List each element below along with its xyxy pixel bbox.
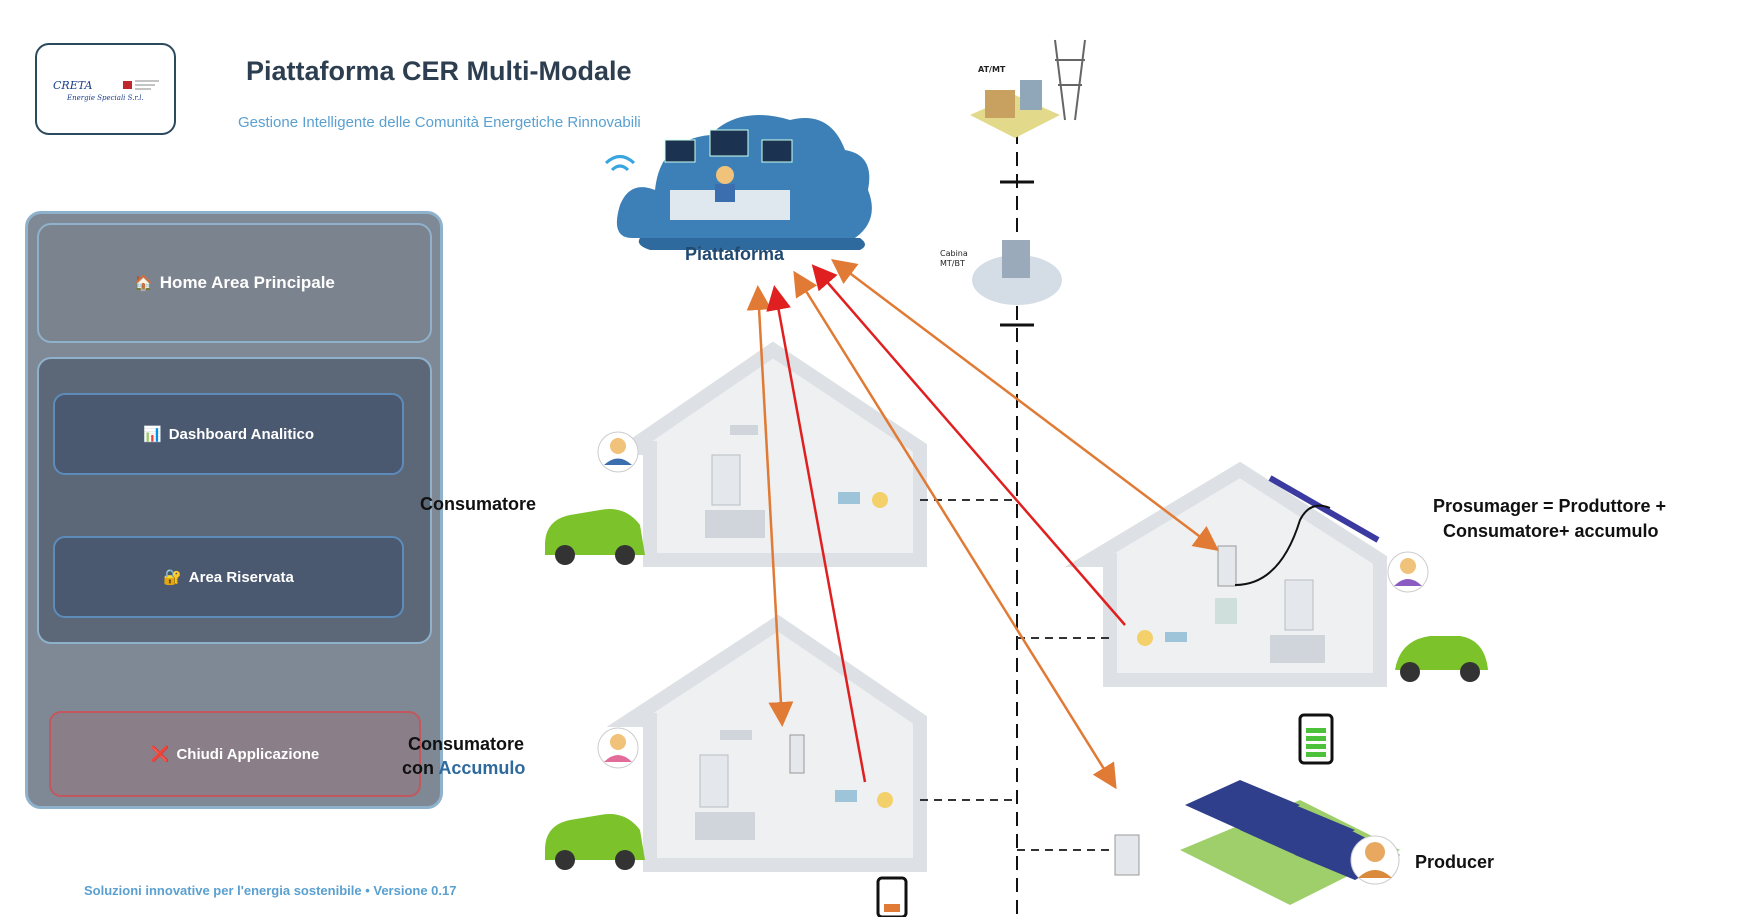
cabina-label-1: Cabina bbox=[940, 249, 968, 258]
close-app-button[interactable]: ❌ Chiudi Applicazione bbox=[49, 711, 421, 797]
consumer-storage-house: Consumatore con Accumulo bbox=[402, 614, 1017, 917]
prosumager-label-1: Prosumager = Produttore + bbox=[1433, 496, 1666, 516]
consumer-storage-label-2a: con bbox=[402, 758, 438, 778]
page-subtitle: Gestione Intelligente delle Comunità Ene… bbox=[238, 114, 641, 131]
home-button[interactable]: 🏠 Home Area Principale bbox=[37, 223, 432, 343]
nav-group: 📊 Dashboard Analitico 🔐 Area Riservata bbox=[37, 357, 432, 644]
dashboard-button-label: Dashboard Analitico bbox=[168, 425, 314, 443]
logo-text: CRETA bbox=[53, 79, 93, 92]
communication-arrows bbox=[746, 258, 1219, 790]
prosumager-avatar-icon bbox=[1387, 551, 1429, 593]
consumer-storage-label-2b: Accumulo bbox=[438, 758, 525, 778]
consumer-storage-car-icon bbox=[545, 814, 645, 870]
producer-label: Producer bbox=[1415, 852, 1494, 872]
home-icon: 🏠 bbox=[134, 275, 153, 292]
consumer-car-icon bbox=[545, 509, 645, 565]
producer-avatar-icon bbox=[1350, 835, 1400, 885]
prosumager-label-2: Consumatore+ accumulo bbox=[1443, 521, 1659, 541]
dashboard-button[interactable]: 📊 Dashboard Analitico bbox=[53, 393, 404, 475]
consumer-avatar-icon bbox=[597, 431, 639, 473]
prosumager-house: Prosumager = Produttore + Consumatore+ a… bbox=[1017, 461, 1666, 765]
lock-icon: 🔐 bbox=[163, 569, 182, 586]
close-icon: ❌ bbox=[150, 746, 170, 763]
storage-battery-icon bbox=[876, 876, 908, 917]
prosumager-battery-icon bbox=[1298, 713, 1334, 765]
prosumager-car-icon bbox=[1395, 636, 1488, 682]
company-logo: CRETA Energie Speciali S.r.l. bbox=[35, 43, 176, 135]
logo-subtext: Energie Speciali S.r.l. bbox=[67, 94, 144, 102]
chart-icon: 📊 bbox=[143, 426, 162, 443]
close-app-button-label: Chiudi Applicazione bbox=[176, 745, 320, 763]
consumer-house: Consumatore bbox=[420, 341, 1017, 567]
reserved-area-button-label: Area Riservata bbox=[188, 568, 294, 586]
footer-text: Soluzioni innovative per l'energia soste… bbox=[84, 883, 457, 898]
svg-text:con Accumulo: con Accumulo bbox=[402, 758, 525, 778]
logo-mark-icon bbox=[123, 80, 159, 90]
substation-icon: AT/MT bbox=[970, 39, 1086, 138]
at-mt-label: AT/MT bbox=[978, 65, 1006, 74]
producer-solar-farm: Producer bbox=[1017, 780, 1494, 905]
sidebar: 🏠 Home Area Principale 📊 Dashboard Anali… bbox=[25, 211, 443, 809]
platform-cloud-icon: Piattaforma bbox=[604, 115, 872, 264]
page-title: Piattaforma CER Multi-Modale bbox=[246, 56, 632, 86]
cabina-label-2: MT/BT bbox=[940, 259, 965, 268]
platform-label: Piattaforma bbox=[685, 244, 785, 264]
reserved-area-button[interactable]: 🔐 Area Riservata bbox=[53, 536, 404, 618]
consumer-storage-label-1: Consumatore bbox=[408, 734, 524, 754]
home-button-label: Home Area Principale bbox=[159, 273, 335, 292]
cabina-icon: Cabina MT/BT bbox=[940, 240, 1062, 305]
consumer-label: Consumatore bbox=[420, 494, 536, 514]
consumer-storage-avatar-icon bbox=[597, 727, 639, 769]
